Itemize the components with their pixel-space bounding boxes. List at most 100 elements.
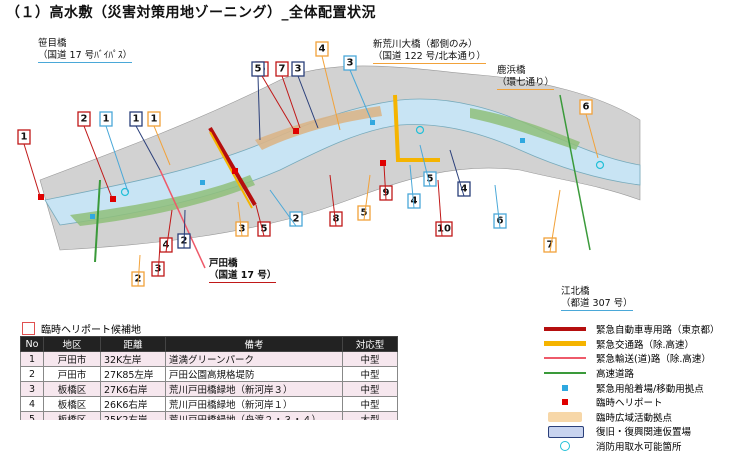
transport-route xyxy=(159,169,206,269)
leader-line xyxy=(83,125,113,199)
map-legend: 緊急自動車専用路（東京都）緊急交通路（除.高速）緊急輸送(道)路（除.高速）高速… xyxy=(540,322,720,453)
site-number-text: 10 xyxy=(437,224,451,235)
cell-note: 戸田公園高規格堤防 xyxy=(165,366,343,382)
site-number-blue: 4 xyxy=(407,193,421,209)
table-row: 5板橋区25K2右岸荒川戸田橋緑地（舟渡２・３・４）大型 xyxy=(20,411,398,420)
col-type: 対応型 xyxy=(342,336,398,352)
site-number-red: 10 xyxy=(435,221,453,237)
floodplain-green xyxy=(70,175,255,226)
emergency-route-2 xyxy=(393,94,440,162)
site-number-text: 2 xyxy=(293,214,300,225)
heliport-marker xyxy=(293,128,299,134)
site-number-text: 4 xyxy=(163,240,170,251)
legend-label: 高速道路 xyxy=(596,369,635,381)
site-number-text: 7 xyxy=(547,240,554,251)
legend-symbol-boat xyxy=(540,382,590,394)
site-number-navy: 5 xyxy=(251,61,265,77)
table-header-row: No 地区 距離 備考 対応型 xyxy=(20,336,398,352)
legend-label: 緊急用船着場/移動用拠点 xyxy=(596,383,704,395)
col-no: No xyxy=(20,336,44,352)
site-number-text: 2 xyxy=(81,114,88,125)
leader-line xyxy=(297,75,319,129)
site-number-text: 1 xyxy=(21,132,28,143)
cell-dist: 25K2右岸 xyxy=(100,411,166,420)
leader-line xyxy=(409,164,415,209)
floodplain-green-2 xyxy=(470,108,580,150)
boat-marker xyxy=(200,180,205,185)
callout-sasame: 笹目橋 （国道 17 号ﾊﾞｲﾊﾟｽ） xyxy=(38,38,133,63)
col-area: 地区 xyxy=(43,336,101,352)
site-number-red: 5 xyxy=(257,221,271,237)
legend-item-yard: 復旧・復興関連仮置場 xyxy=(540,424,720,439)
leader-line xyxy=(135,125,161,171)
bridge-name: 新荒川大橋（都側のみ） xyxy=(373,39,478,50)
leader-line xyxy=(437,179,443,237)
water-intake-marker xyxy=(595,160,605,170)
cell-note: 道満グリーンパーク xyxy=(165,351,343,367)
cell-dist: 32K左岸 xyxy=(100,351,166,367)
cell-no: 2 xyxy=(20,366,44,382)
site-number-blue: 1 xyxy=(99,111,113,127)
site-number-orange: 4 xyxy=(315,41,329,57)
bridge-route: （都道 307 号） xyxy=(561,298,633,309)
leader-line xyxy=(383,164,387,201)
leader-line xyxy=(153,125,171,166)
water-intake-marker xyxy=(120,187,130,197)
site-number-text: 1 xyxy=(103,114,110,125)
col-dist: 距離 xyxy=(100,336,166,352)
legend-item-transport_road: 緊急輸送(道)路（除.高速） xyxy=(540,351,720,366)
legend-label: 消防用取水可能箇所 xyxy=(596,442,682,454)
leader-line xyxy=(23,143,41,197)
site-number-frame xyxy=(435,221,453,237)
expressway-route xyxy=(208,126,257,207)
water-intake-marker xyxy=(415,125,425,135)
cell-type: 大型 xyxy=(342,411,398,420)
bridge-route: （環七通り） xyxy=(497,77,555,88)
leader-line xyxy=(349,69,373,123)
legend-symbol-emergency_road xyxy=(540,338,590,350)
floodplain-tan xyxy=(255,106,382,150)
leader-line xyxy=(329,174,337,227)
site-number-text: 4 xyxy=(411,196,418,207)
candidate-swatch xyxy=(22,322,35,335)
leader-line xyxy=(549,189,561,253)
site-number-orange: 1 xyxy=(147,111,161,127)
cell-area: 戸田市 xyxy=(43,366,101,382)
legend-label: 緊急交通路（除.高速） xyxy=(596,339,695,351)
cell-area: 板橋区 xyxy=(43,396,101,412)
leader-line xyxy=(255,204,265,237)
river-map: 12111673435642323528954541067 xyxy=(17,41,641,287)
site-number-text: 5 xyxy=(427,174,434,185)
leader-line xyxy=(105,125,129,193)
leader-line xyxy=(419,144,431,187)
cell-type: 中型 xyxy=(342,351,398,367)
highway-route-2 xyxy=(559,94,591,251)
site-number-blue: 2 xyxy=(289,211,303,227)
bridge-name: 戸田橋 xyxy=(209,258,238,269)
legend-item-emergency_road: 緊急交通路（除.高速） xyxy=(540,337,720,352)
site-number-text: 4 xyxy=(319,44,326,55)
bridge-name: 笹目橋 xyxy=(38,38,67,49)
leader-line xyxy=(261,75,295,131)
site-number-text: 8 xyxy=(333,214,340,225)
heliport-marker xyxy=(232,168,238,174)
leader-line xyxy=(449,149,465,197)
site-number-navy: 3 xyxy=(291,61,305,77)
cell-type: 中型 xyxy=(342,396,398,412)
cell-dist: 27K6右岸 xyxy=(100,381,166,397)
cell-no: 5 xyxy=(20,411,44,420)
boat-marker xyxy=(520,138,525,143)
leader-line xyxy=(257,75,261,141)
cell-dist: 27K85左岸 xyxy=(100,366,166,382)
legend-symbol-expressway_tokyo xyxy=(540,323,590,335)
site-number-text: 3 xyxy=(295,64,302,75)
site-number-text: 3 xyxy=(239,224,246,235)
leader-lines xyxy=(23,55,599,287)
legend-item-highway: 高速道路 xyxy=(540,366,720,381)
heliport-marker xyxy=(38,194,44,200)
site-number-boxes: 12111673435642323528954541067 xyxy=(17,41,593,287)
site-number-text: 5 xyxy=(255,64,262,75)
boat-marker xyxy=(90,214,95,219)
